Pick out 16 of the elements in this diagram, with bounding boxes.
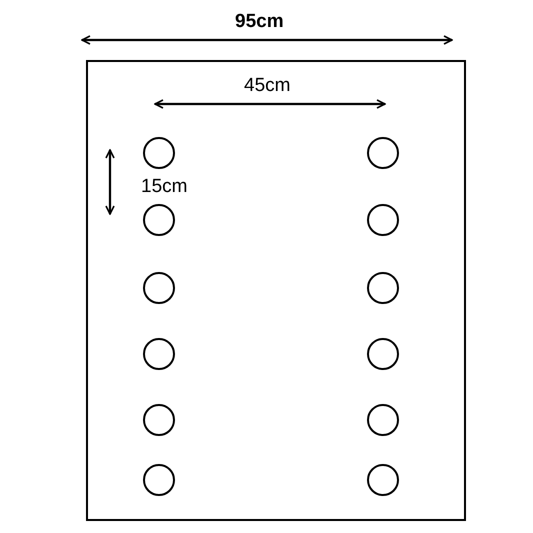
planting-hole-circle xyxy=(367,204,399,236)
dimension-label: 95cm xyxy=(235,12,284,31)
planting-hole-circle xyxy=(143,338,175,370)
planting-hole-circle xyxy=(143,272,175,304)
planting-hole-circle xyxy=(367,404,399,436)
planting-hole-circle xyxy=(367,338,399,370)
dimension-label: 15cm xyxy=(141,177,188,196)
planting-hole-circle xyxy=(143,137,175,169)
planting-hole-circle xyxy=(367,464,399,496)
dimension-label: 45cm xyxy=(244,76,290,95)
planting-hole-circle xyxy=(143,204,175,236)
planting-hole-circle xyxy=(143,464,175,496)
planting-hole-circle xyxy=(367,137,399,169)
sheet-rectangle xyxy=(86,60,466,521)
planting-hole-circle xyxy=(367,272,399,304)
planting-hole-circle xyxy=(143,404,175,436)
